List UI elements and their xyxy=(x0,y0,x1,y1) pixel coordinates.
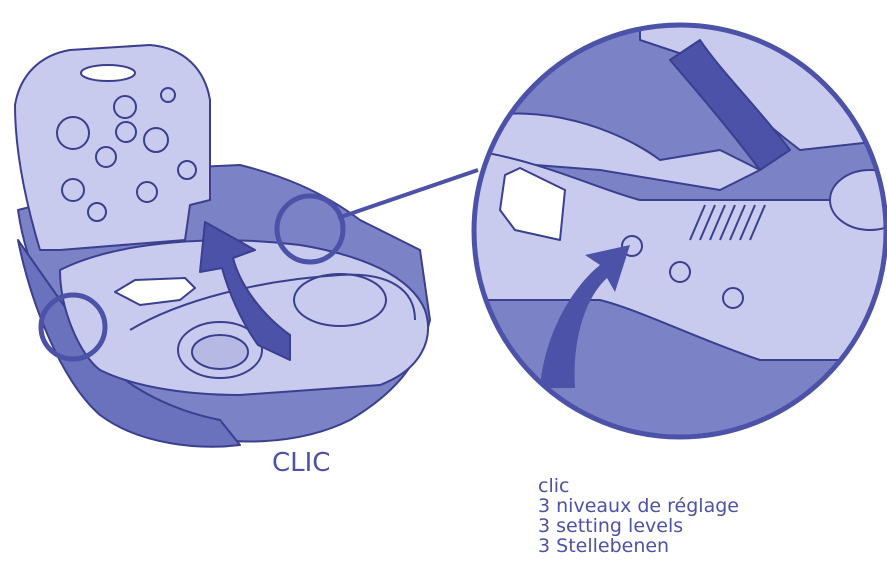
zoom-detail xyxy=(474,25,886,437)
tray-plate-recess xyxy=(293,273,387,327)
backrest-dots xyxy=(56,87,197,222)
setting-hole-2 xyxy=(669,261,691,283)
backrest-handle-slot xyxy=(80,64,136,82)
up-arrow xyxy=(199,221,291,361)
zoom-circle-border xyxy=(471,22,887,440)
caption-line-en: 3 setting levels xyxy=(538,515,684,537)
setting-levels-caption: clic 3 niveaux de réglage 3 setting leve… xyxy=(538,476,739,556)
seat-base-front xyxy=(17,239,241,448)
caption-line-clic: clic xyxy=(538,475,570,497)
highlight-circle-right xyxy=(274,193,346,265)
tray-cup-holder-inner xyxy=(191,334,249,370)
buckle xyxy=(114,277,196,306)
detail-arrow xyxy=(540,245,630,388)
booster-seat xyxy=(14,44,431,448)
zoom-connector-line xyxy=(337,168,479,220)
tray-rim-line xyxy=(129,273,416,331)
caption-line-de: 3 Stellebenen xyxy=(538,535,670,557)
setting-hole-3 xyxy=(722,287,744,309)
clic-caption: CLIC xyxy=(272,448,331,478)
highlight-circle-left xyxy=(38,292,108,362)
caption-line-fr: 3 niveaux de réglage xyxy=(538,495,739,517)
